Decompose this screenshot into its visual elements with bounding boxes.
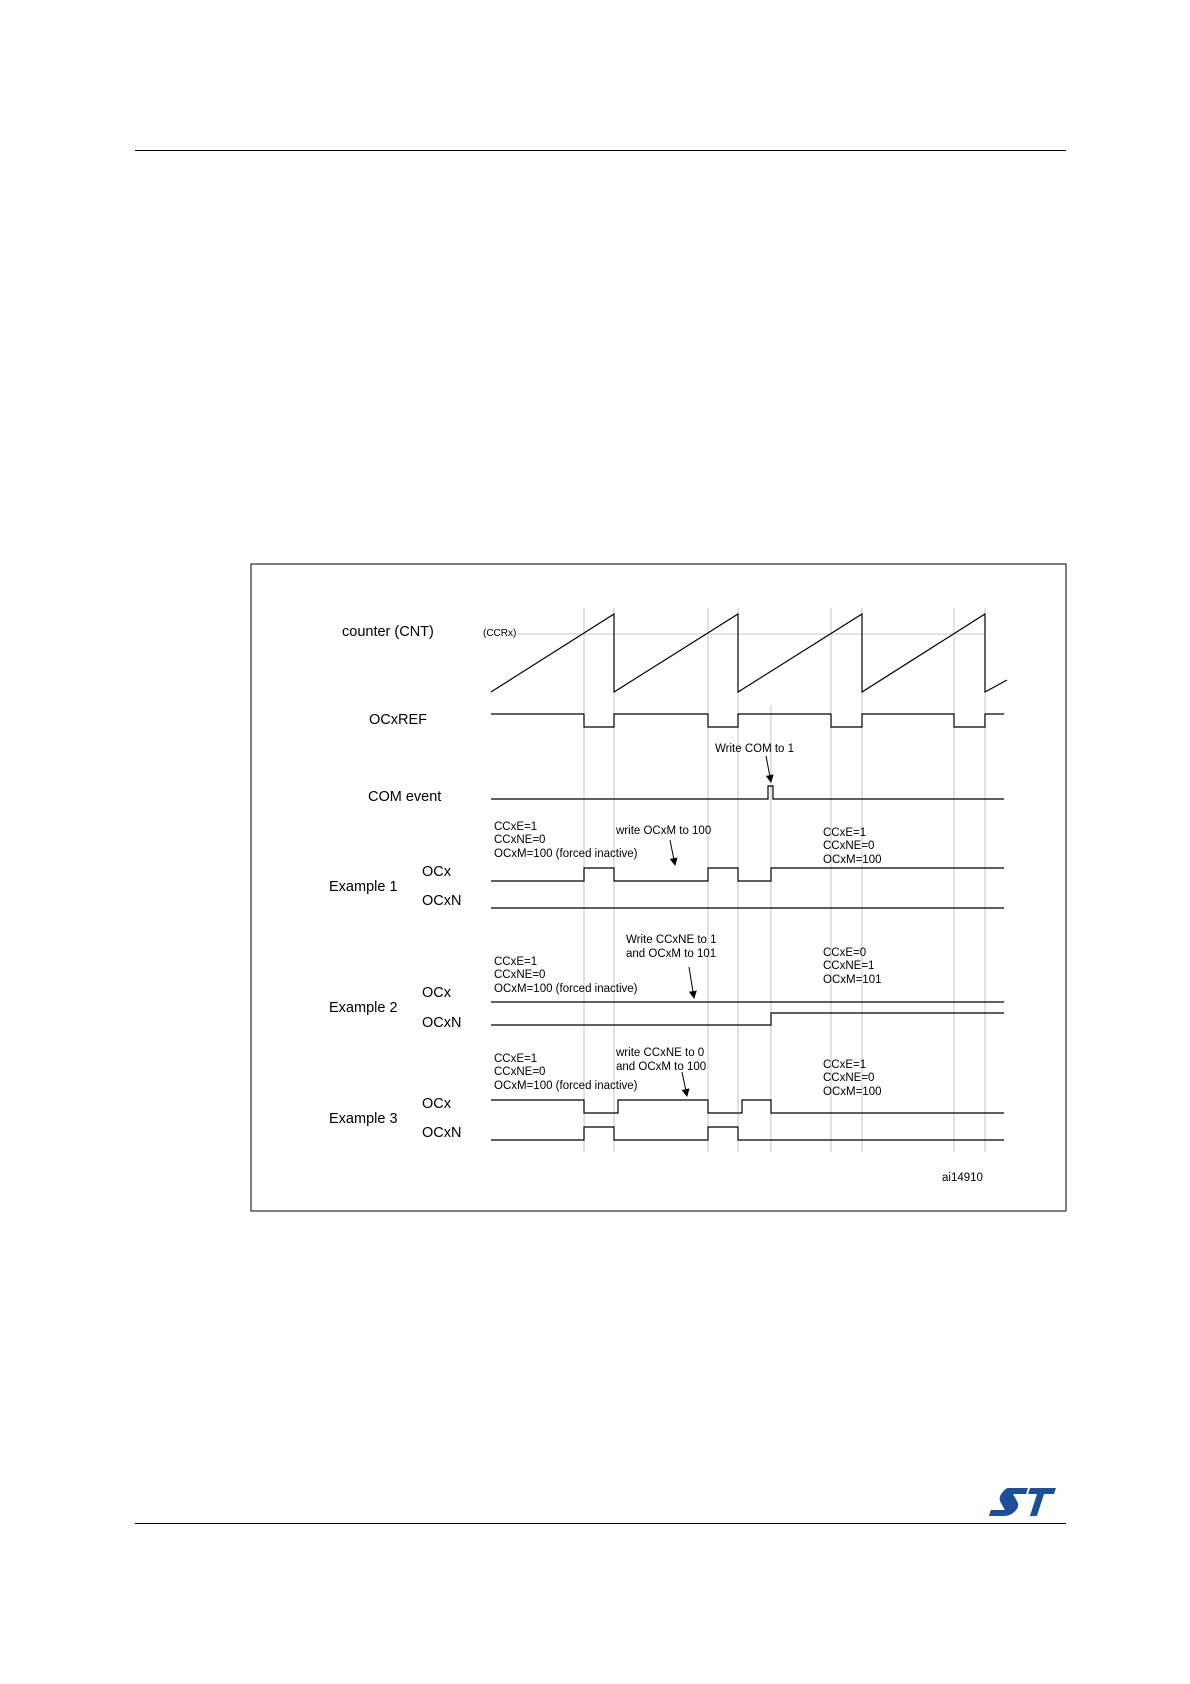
example1-ocxn-label: OCxN — [422, 893, 461, 909]
example2-write-line1: Write CCxNE to 1 — [626, 934, 717, 946]
st-logo — [988, 1488, 1056, 1516]
example2-write-line2: and OCxM to 101 — [626, 948, 716, 960]
figure-id: ai14910 — [942, 1172, 983, 1184]
figure-frame — [250, 563, 1067, 1212]
ccrx-label: (CCRx) — [483, 628, 516, 639]
example1-after-line1: CCxE=1 — [823, 827, 866, 839]
example1-initial-line2: CCxNE=0 — [494, 834, 545, 846]
example3-after-line2: CCxNE=0 — [823, 1072, 874, 1084]
example2-label: Example 2 — [329, 1000, 398, 1016]
example1-initial-line3: OCxM=100 (forced inactive) — [494, 848, 638, 860]
example1-after-line3: OCxM=100 — [823, 854, 881, 866]
example2-initial-line3: OCxM=100 (forced inactive) — [494, 983, 638, 995]
example2-ocxn-waveform — [491, 1012, 1004, 1026]
footer-rule — [135, 1523, 1066, 1524]
example3-ocxn-label: OCxN — [422, 1125, 461, 1141]
example2-initial-line1: CCxE=1 — [494, 956, 537, 968]
example3-write-line1: write CCxNE to 0 — [615, 1047, 704, 1059]
example3-ocx-waveform — [491, 1099, 1004, 1114]
counter-label: counter (CNT) — [342, 624, 434, 640]
example3-initial-line2: CCxNE=0 — [494, 1066, 545, 1078]
counter-sawtooth — [490, 612, 1008, 694]
example1-write-arrow — [669, 839, 678, 866]
example3-ocx-label: OCx — [422, 1096, 452, 1112]
com-event-label: COM event — [368, 789, 441, 805]
example2-after-line2: CCxNE=1 — [823, 960, 874, 972]
example3-initial-line1: CCxE=1 — [494, 1053, 537, 1065]
example1-ocx-label: OCx — [422, 864, 452, 880]
example3-label: Example 3 — [329, 1111, 398, 1127]
example2-after-line3: OCxM=101 — [823, 974, 881, 986]
com-annotation: Write COM to 1 — [715, 743, 794, 755]
example3-write-line2: and OCxM to 100 — [616, 1061, 706, 1073]
example3-initial-line3: OCxM=100 (forced inactive) — [494, 1080, 638, 1092]
ocxref-waveform — [491, 713, 1004, 728]
example1-initial-line1: CCxE=1 — [494, 821, 537, 833]
header-rule — [135, 150, 1066, 151]
example2-write-arrow — [688, 966, 697, 999]
ocxref-label: OCxREF — [369, 712, 427, 728]
example3-write-arrow — [681, 1071, 690, 1097]
example1-label: Example 1 — [329, 879, 398, 895]
example1-write-label: write OCxM to 100 — [615, 825, 711, 837]
example2-after-line1: CCxE=0 — [823, 947, 866, 959]
example1-after-line2: CCxNE=0 — [823, 840, 874, 852]
example1-ocx-waveform — [491, 867, 1004, 882]
com-write-arrow — [765, 755, 774, 783]
example2-initial-line2: CCxNE=0 — [494, 969, 545, 981]
example3-ocxn-waveform — [491, 1126, 1004, 1141]
example3-after-line1: CCxE=1 — [823, 1059, 866, 1071]
example3-after-line3: OCxM=100 — [823, 1086, 881, 1098]
com-event-waveform — [491, 785, 1004, 800]
example2-ocxn-label: OCxN — [422, 1015, 461, 1031]
example2-ocx-label: OCx — [422, 985, 452, 1001]
